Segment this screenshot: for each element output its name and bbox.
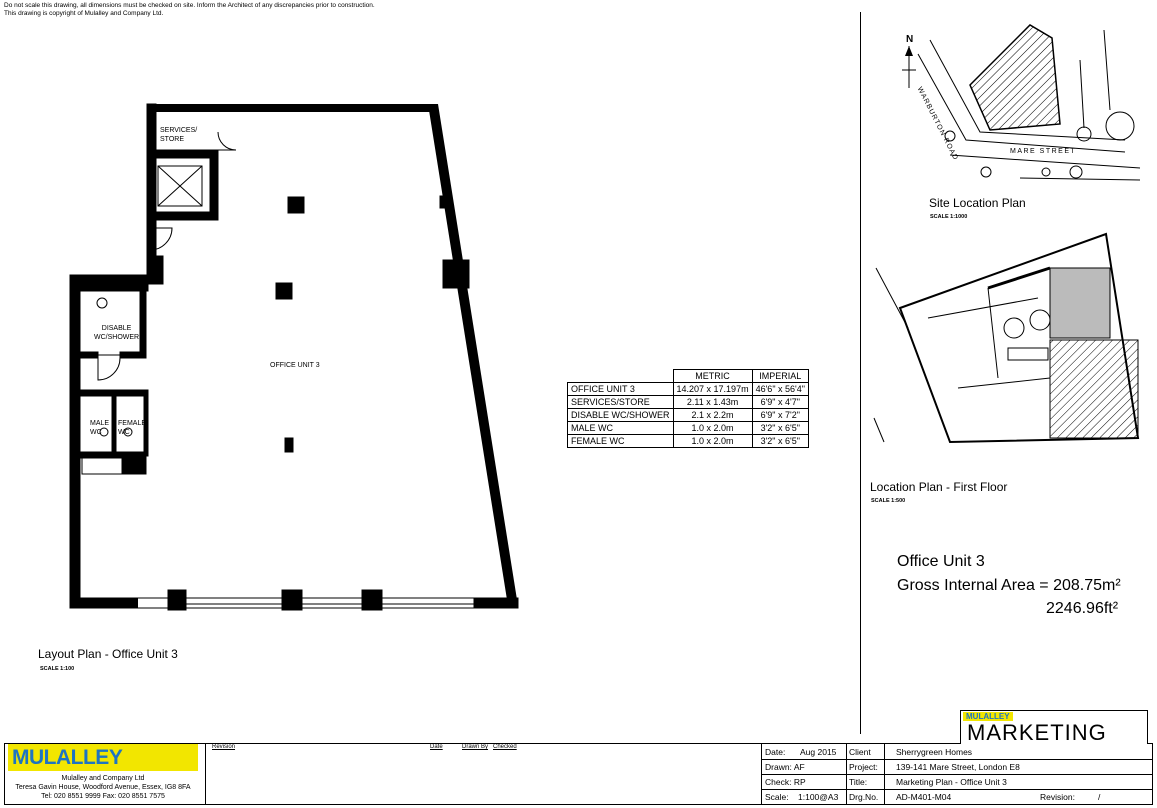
client-value: Sherrygreen Homes <box>896 747 973 757</box>
company-phone: Tel: 020 8551 9999 Fax: 020 8551 7575 <box>41 793 165 800</box>
west-wall <box>69 274 81 609</box>
marketing-box: MULALLEY MARKETING <box>960 710 1148 745</box>
location-plan-title: Location Plan - First Floor <box>870 480 1008 494</box>
layout-plan-scale: SCALE 1:100 <box>40 666 75 672</box>
date-header: Date <box>430 744 443 750</box>
room-label-services: SERVICES/STORE <box>160 127 198 143</box>
sheet-divider <box>860 12 861 734</box>
col-imperial: IMPERIAL <box>751 369 809 383</box>
company-name: Mulalley and Company Ltd <box>61 775 145 782</box>
gross-internal-area-imperial: 2246.96ft² <box>1046 600 1119 617</box>
site-boundary <box>969 24 1061 131</box>
mulalley-logo: MULALLEY <box>8 744 198 771</box>
date-value: Aug 2015 <box>800 747 837 757</box>
layout-plan-title: Layout Plan - Office Unit 3 <box>38 647 178 661</box>
drawn-by-header: Drawn By <box>462 744 489 750</box>
check-label: Check: RP <box>765 777 806 787</box>
drg-label: Drg.No. <box>849 792 879 802</box>
gross-internal-area: Gross Internal Area = 208.75m² <box>897 577 1121 594</box>
drawing-notes: Do not scale this drawing, all dimension… <box>4 2 484 18</box>
table-header-row: METRIC IMPERIAL <box>567 369 809 383</box>
checked-header: Checked <box>493 744 517 750</box>
revision-header: Revision <box>212 744 236 750</box>
site-plan-scale: SCALE 1:1000 <box>930 214 968 220</box>
revision-value: / <box>1098 792 1101 802</box>
title-label: Title: <box>849 777 868 787</box>
title-value: Marketing Plan - Office Unit 3 <box>896 777 1007 787</box>
north-label: N <box>906 34 914 45</box>
note-line-1: Do not scale this drawing, all dimension… <box>4 2 375 9</box>
site-location-drawing <box>902 24 1141 181</box>
location-plan-drawing <box>873 232 1140 444</box>
client-label: Client <box>849 747 871 757</box>
project-value: 139-141 Mare Street, London E8 <box>896 762 1020 772</box>
column <box>287 196 305 214</box>
east-wall <box>428 104 518 606</box>
date-label: Date: <box>765 747 786 757</box>
column <box>284 437 294 453</box>
drawn-label: Drawn: AF <box>765 762 805 772</box>
room-label-office: OFFICE UNIT 3 <box>270 362 320 369</box>
company-address: Teresa Gavin House, Woodford Avenue, Ess… <box>15 784 191 791</box>
north-wall <box>147 104 436 112</box>
company-info: Mulalley and Company Ltd Teresa Gavin Ho… <box>8 774 198 801</box>
revision-label: Revision: <box>1040 792 1075 802</box>
scale-value: 1:100@A3 <box>798 792 839 802</box>
area-unit-name: Office Unit 3 <box>897 553 985 570</box>
project-label: Project: <box>849 762 878 772</box>
col-metric: METRIC <box>672 369 753 383</box>
scale-label: Scale: <box>765 792 789 802</box>
road-label-mare-street: MARE STREET <box>1010 148 1077 155</box>
column <box>275 282 293 300</box>
marketing-logo: MULALLEY <box>963 712 1013 721</box>
title-block <box>4 743 1153 805</box>
location-plan-scale: SCALE 1:500 <box>871 498 906 504</box>
drg-value: AD-M401-M04 <box>896 792 952 802</box>
note-line-2: This drawing is copyright of Mulalley an… <box>4 10 164 17</box>
marketing-label: MARKETING <box>967 720 1107 745</box>
site-plan-title: Site Location Plan <box>929 196 1026 210</box>
